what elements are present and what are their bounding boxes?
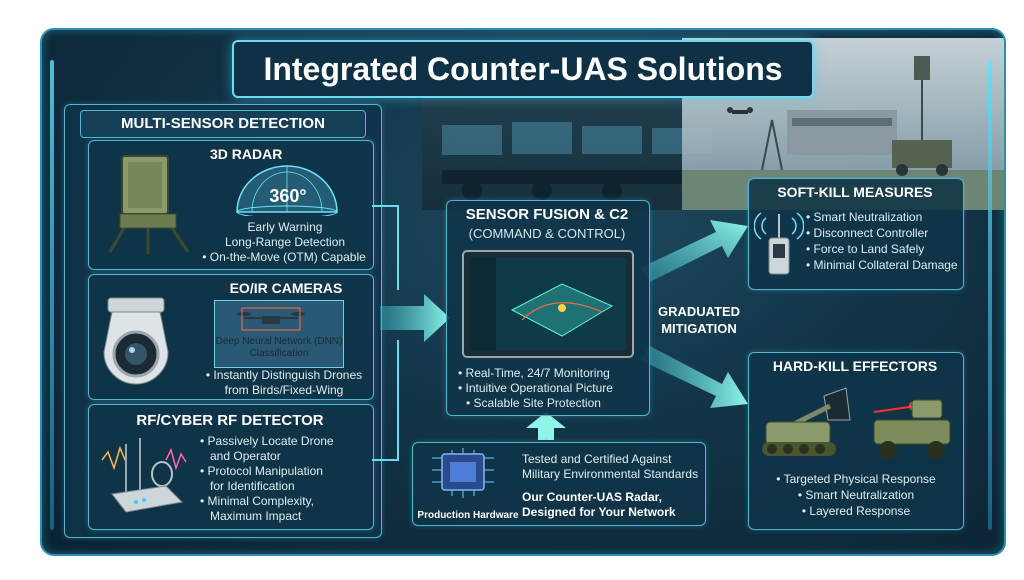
- hardware-line-4: Designed for Your Network: [522, 505, 676, 519]
- radar-360-badge: 360°: [269, 186, 307, 206]
- eoir-overlay-line-1: Deep Neural Network (DNN): [215, 336, 343, 347]
- rf-title: RF/CYBER RF DETECTOR: [136, 412, 324, 429]
- camera-icon: [103, 297, 169, 385]
- detection-header: MULTI-SENSOR DETECTION: [80, 110, 366, 138]
- hardkill-line-2: • Smart Neutralization: [797, 488, 915, 502]
- rf-line-3: • Protocol Manipulation: [200, 464, 323, 478]
- mitigation-line-1: GRADUATED: [657, 304, 741, 319]
- jammer-device-icon: [754, 212, 804, 275]
- softkill-line-2: • Disconnect Controller: [806, 226, 929, 240]
- softkill-line-1: • Smart Neutralization: [806, 210, 923, 224]
- radar-coverage-dome-icon: [236, 165, 338, 216]
- frame-glow-left: [50, 60, 54, 530]
- rf-line-2: and Operator: [210, 449, 281, 463]
- mitigation-line-2: MITIGATION: [661, 321, 737, 336]
- drone-icon: [237, 307, 305, 331]
- softkill-line-3: • Force to Land Safely: [806, 242, 925, 256]
- radar-title: 3D RADAR: [210, 146, 283, 162]
- hardkill-line-1: • Targeted Physical Response: [776, 472, 936, 486]
- ground-vehicles-icon: [762, 387, 951, 459]
- c2-monitor-screen: [462, 250, 634, 358]
- frame-glow-right: [988, 60, 992, 530]
- chip-icon: [432, 448, 494, 498]
- radar-line-1: Early Warning: [247, 220, 323, 234]
- hardware-label: Production Hardware: [417, 510, 519, 521]
- fusion-line-3: • Scalable Site Protection: [466, 396, 601, 410]
- hardware-line-2: Military Environmental Standards: [522, 467, 699, 481]
- radar-line-3: • On-the-Move (OTM) Capable: [202, 250, 366, 264]
- main-title: Integrated Counter-UAS Solutions: [232, 40, 814, 98]
- rf-line-5: • Minimal Complexity,: [200, 494, 314, 508]
- fusion-title: SENSOR FUSION & C2: [465, 206, 629, 223]
- radar-unit-icon: [108, 155, 190, 254]
- hardkill-line-3: • Layered Response: [801, 504, 911, 518]
- softkill-line-4: • Minimal Collateral Damage: [806, 258, 958, 272]
- hardware-line-1: Tested and Certified Against: [522, 452, 672, 466]
- radar-line-2: Long-Range Detection: [224, 235, 346, 249]
- softkill-title: SOFT-KILL MEASURES: [777, 184, 933, 200]
- rf-line-6: Maximum Impact: [210, 509, 302, 523]
- dnn-classification-overlay: [214, 300, 344, 368]
- fusion-subtitle: (COMMAND & CONTROL): [468, 226, 626, 241]
- hardware-line-3: Our Counter-UAS Radar,: [522, 490, 663, 504]
- fusion-line-2: • Intuitive Operational Picture: [458, 381, 613, 395]
- hardkill-title: HARD-KILL EFFECTORS: [772, 358, 938, 374]
- eoir-line-1: • Instantly Distinguish Drones: [205, 368, 363, 382]
- rf-detector-icon: [101, 438, 187, 513]
- eoir-title: EO/IR CAMERAS: [229, 280, 343, 296]
- eoir-line-2: from Birds/Fixed-Wing: [224, 383, 344, 397]
- rf-line-4: for Identification: [210, 479, 295, 493]
- eoir-overlay-line-2: Classification: [249, 348, 309, 359]
- rf-line-1: • Passively Locate Drone: [200, 434, 334, 448]
- fusion-line-1: • Real-Time, 24/7 Monitoring: [458, 366, 610, 380]
